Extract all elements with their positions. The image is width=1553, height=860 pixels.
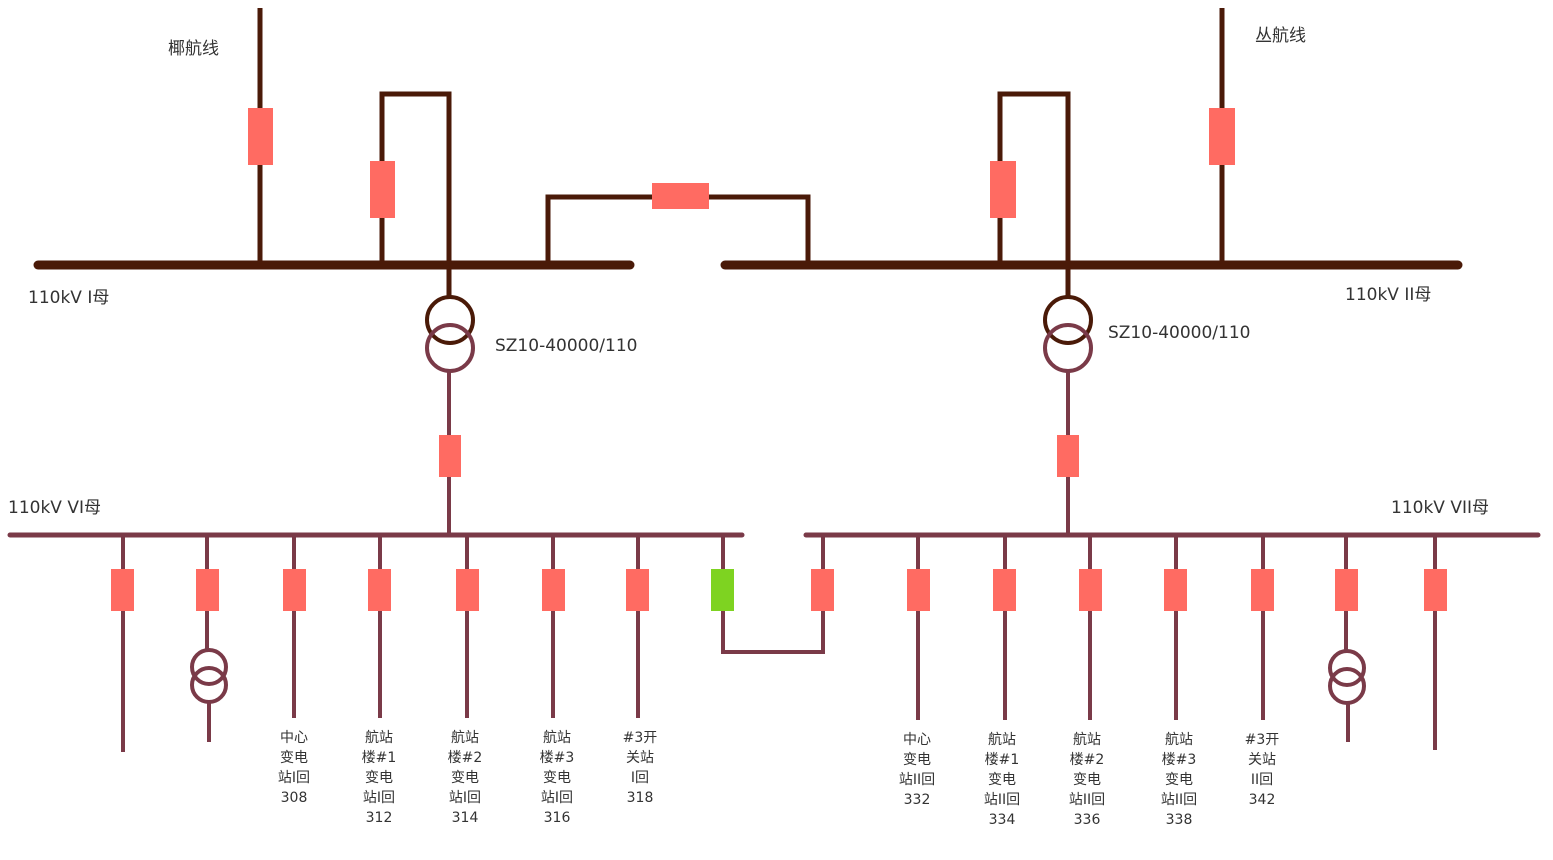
breaker-feeder-342[interactable]: [1251, 569, 1274, 611]
transformer-t2-label: SZ10-40000/110: [1108, 323, 1250, 343]
feeder-label-line: 站II回: [984, 792, 1020, 808]
bus-ii-label: 110kV II母: [1345, 285, 1431, 305]
feeder-label-line: 316: [544, 810, 571, 826]
feeder-label-line: 308: [281, 790, 308, 806]
feeder-label-line: I回: [631, 770, 649, 786]
lv-network: [121, 372, 1437, 752]
feeder-label-line: 站II回: [1161, 792, 1197, 808]
feeder-label-line: 楼#3: [540, 750, 575, 766]
feeder-label-342: #3开 关站 II回 342: [1245, 732, 1280, 808]
breaker-feeder-314[interactable]: [456, 569, 479, 611]
breaker-t1-lv[interactable]: [439, 435, 461, 477]
station-transformer-right-icon[interactable]: [1328, 649, 1366, 705]
breaker-lv-coupler-open[interactable]: [711, 569, 734, 611]
feeder-label-line: 变电: [1165, 772, 1193, 788]
feeder-label-line: 站I回: [541, 790, 573, 806]
breaker-feeder[interactable]: [111, 569, 134, 611]
bus-vii-label: 110kV VII母: [1391, 498, 1489, 518]
feeder-label-line: 航站: [1073, 732, 1101, 748]
breaker-loop-left[interactable]: [370, 161, 395, 218]
bus-i-label: 110kV I母: [28, 288, 109, 308]
feeder-label-line: 楼#1: [985, 752, 1020, 768]
hv-network: [257, 8, 1225, 298]
breaker-feeder[interactable]: [1424, 569, 1447, 611]
breaker-feeder-318[interactable]: [626, 569, 649, 611]
breaker-incoming-right[interactable]: [1209, 108, 1235, 165]
breaker-feeder[interactable]: [196, 569, 219, 611]
feeder-label-line: 变电: [988, 772, 1016, 788]
feeder-label-line: 航站: [988, 732, 1016, 748]
feeder-label-line: 变电: [280, 750, 308, 766]
feeder-label-line: 航站: [451, 730, 479, 746]
breaker-loop-right[interactable]: [990, 161, 1016, 218]
incoming-line-right-label: 丛航线: [1255, 26, 1306, 46]
transformer-t1-label: SZ10-40000/110: [495, 336, 637, 356]
feeder-label-line: 332: [904, 792, 931, 808]
lv-coupler-line: [721, 535, 825, 654]
breaker-feeder-332[interactable]: [907, 569, 930, 611]
station-transformer-left-icon[interactable]: [190, 648, 228, 704]
feeder-label-312: 航站 楼#1 变电 站I回 312: [362, 730, 397, 826]
feeder-label-line: 变电: [1073, 772, 1101, 788]
breaker-feeder[interactable]: [1335, 569, 1358, 611]
feeder-label-334: 航站 楼#1 变电 站II回 334: [984, 732, 1020, 828]
feeder-label-line: 变电: [903, 752, 931, 768]
feeder-label-332: 中心 变电 站II回 332: [899, 732, 935, 808]
breakers: [111, 108, 1447, 611]
feeder-label-line: #3开: [623, 730, 658, 746]
feeder-label-line: 航站: [543, 730, 571, 746]
feeder-label-line: 站II回: [1069, 792, 1105, 808]
feeder-label-line: 站I回: [363, 790, 395, 806]
feeder-label-line: 楼#3: [1162, 752, 1197, 768]
feeder-label-308: 中心 变电 站I回 308: [278, 730, 310, 806]
feeder-label-line: 338: [1166, 812, 1193, 828]
breaker-feeder-336[interactable]: [1079, 569, 1102, 611]
feeder-label-line: 关站: [626, 750, 654, 766]
feeder-label-336: 航站 楼#2 变电 站II回 336: [1069, 732, 1105, 828]
breaker-feeder-316[interactable]: [542, 569, 565, 611]
bus-vi-label: 110kV VI母: [8, 498, 101, 518]
feeder-label-line: 站I回: [278, 770, 310, 786]
breaker-feeder-334[interactable]: [993, 569, 1016, 611]
feeder-label-line: 航站: [365, 730, 393, 746]
feeder-label-line: 变电: [543, 770, 571, 786]
feeder-label-line: 312: [366, 810, 393, 826]
feeder-label-line: 318: [627, 790, 654, 806]
feeder-label-316: 航站 楼#3 变电 站I回 316: [540, 730, 575, 826]
feeder-label-line: 314: [452, 810, 479, 826]
feeder-label-line: 站II回: [899, 772, 935, 788]
transformer-t2-icon[interactable]: [1043, 295, 1093, 373]
feeder-label-318: #3开 关站 I回 318: [623, 730, 658, 806]
feeder-label-line: 变电: [451, 770, 479, 786]
breaker-feeder-338[interactable]: [1164, 569, 1187, 611]
feeder-label-line: 站I回: [449, 790, 481, 806]
breaker-bus-coupler[interactable]: [652, 183, 709, 209]
transformer-t1-icon[interactable]: [425, 295, 475, 373]
breaker-feeder-312[interactable]: [368, 569, 391, 611]
feeder-label-line: 334: [989, 812, 1016, 828]
feeder-label-314: 航站 楼#2 变电 站I回 314: [448, 730, 483, 826]
feeder-label-line: 关站: [1248, 752, 1276, 768]
feeder-label-line: II回: [1251, 772, 1273, 788]
feeder-label-line: 336: [1074, 812, 1101, 828]
feeder-label-line: 342: [1249, 792, 1276, 808]
breaker-lv-coupler-right[interactable]: [811, 569, 834, 611]
feeder-label-line: 航站: [1165, 732, 1193, 748]
feeder-label-338: 航站 楼#3 变电 站II回 338: [1161, 732, 1197, 828]
feeder-label-line: 变电: [365, 770, 393, 786]
feeder-label-line: 中心: [280, 730, 308, 746]
feeder-label-line: 楼#2: [448, 750, 483, 766]
breaker-t2-lv[interactable]: [1057, 435, 1079, 477]
incoming-line-left-label: 椰航线: [168, 39, 219, 59]
feeder-label-line: 楼#2: [1070, 752, 1105, 768]
breaker-incoming-left[interactable]: [248, 108, 273, 165]
feeder-label-line: 中心: [903, 732, 931, 748]
feeder-label-line: 楼#1: [362, 750, 397, 766]
breaker-feeder-308[interactable]: [283, 569, 306, 611]
feeder-label-line: #3开: [1245, 732, 1280, 748]
